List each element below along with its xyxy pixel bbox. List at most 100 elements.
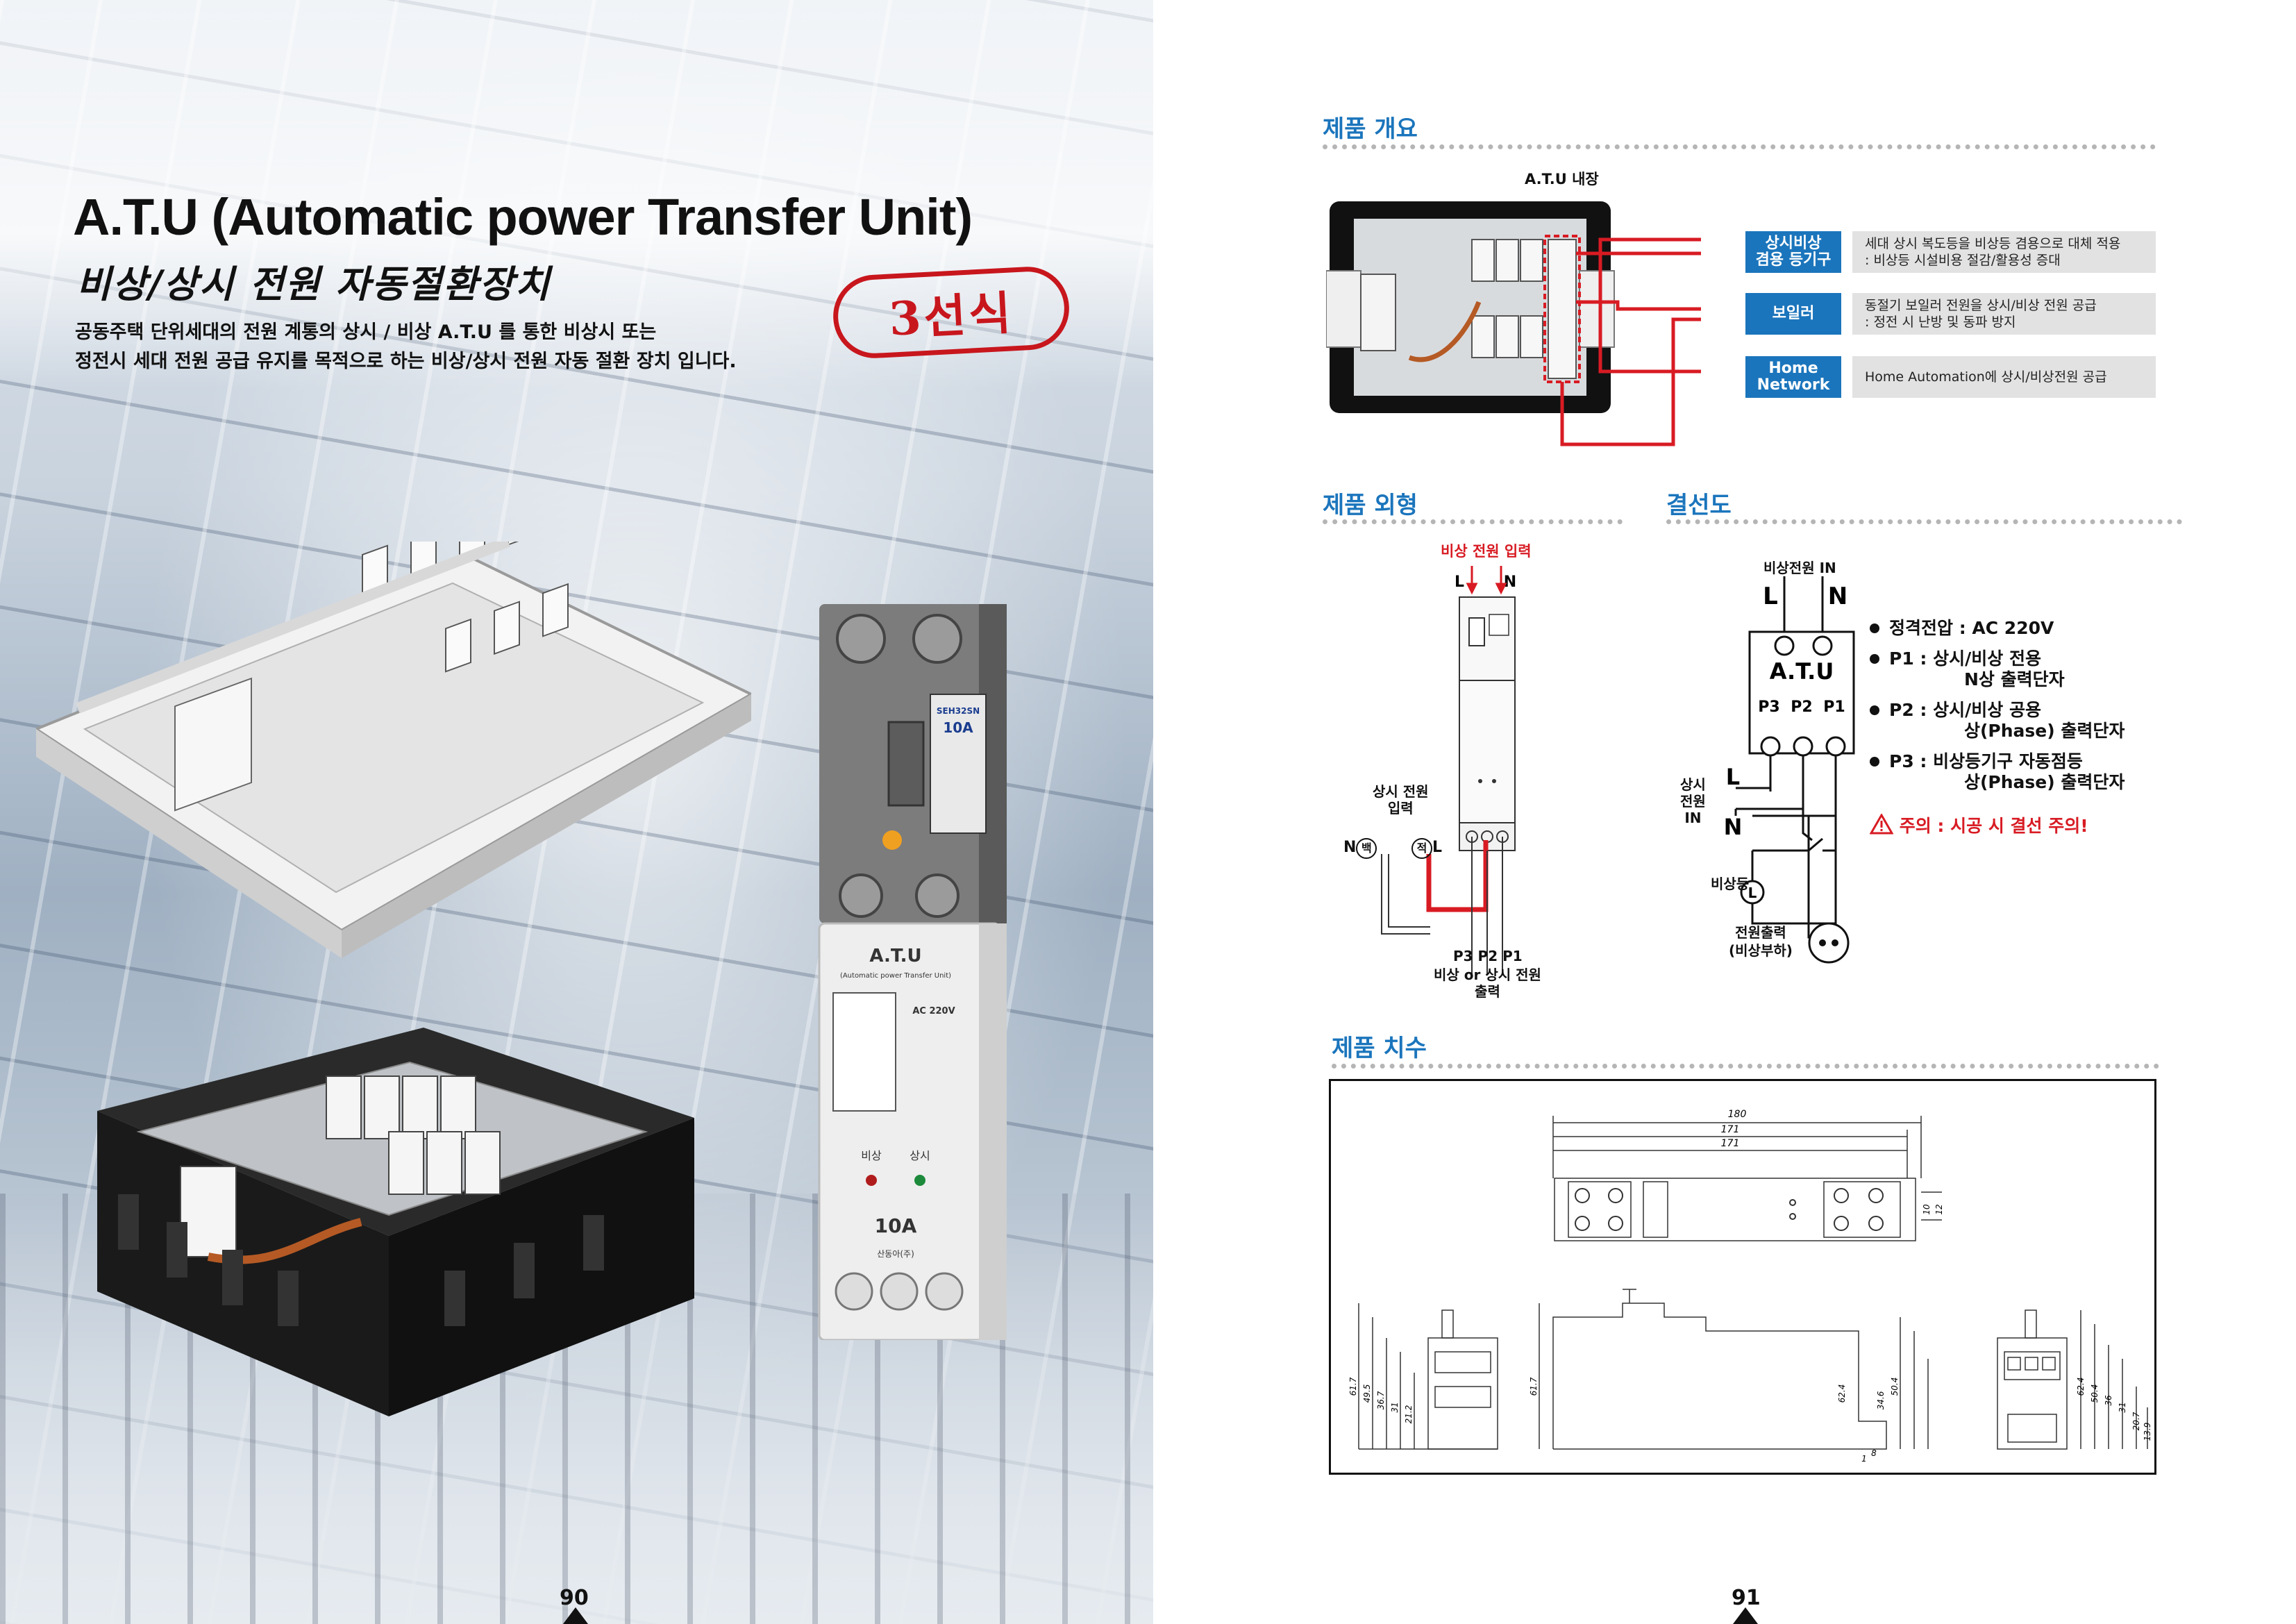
page-number-left: 90 xyxy=(560,1586,589,1610)
L-red: L xyxy=(1432,839,1443,856)
spec-line: 상(Phase) 출력단자 xyxy=(1964,772,2125,792)
dim-side-36-7: 36.7 xyxy=(1376,1391,1386,1409)
page-number-right: 91 xyxy=(1732,1586,1761,1610)
section-divider xyxy=(1323,144,2156,149)
dimension-drawing-frame: 180 171 171 10 12 61.7 49.5 36.7 31 21.2… xyxy=(1329,1079,2156,1475)
triangle-marker-icon xyxy=(1733,1607,1758,1624)
dim-side-61-7: 61.7 xyxy=(1348,1377,1358,1396)
breaker-bottom-rating: 10A xyxy=(875,1214,917,1237)
white-circle: 백 xyxy=(1356,838,1377,859)
output-line2: (비상부하) xyxy=(1729,942,1793,959)
warning-text: 주의 : 시공 시 결선 주의! xyxy=(1899,816,2088,836)
output-label: 비상 or 상시 전원 출력 xyxy=(1434,966,1541,1000)
appearance-title: 제품 외형 xyxy=(1323,492,1418,519)
bullet-icon xyxy=(1870,757,1879,767)
desc-line: Home Automation에 상시/비상전원 공급 xyxy=(1865,369,2107,385)
bullet-icon xyxy=(1870,654,1879,664)
product-intro: 공동주택 단위세대의 전원 계통의 상시 / 비상 A.T.U 를 통한 비상시… xyxy=(75,318,737,376)
wiring-N-side: N xyxy=(1724,814,1743,840)
atu-breaker-photo: SEH32SN 10A A.T.U (Automatic power Trans… xyxy=(818,604,1007,1340)
wiring-L-side: L xyxy=(1726,764,1740,790)
output-line1: 비상 or 상시 전원 xyxy=(1434,966,1541,983)
panel-lid-photo xyxy=(36,542,751,958)
dim-right-10: 10 xyxy=(1922,1204,1932,1215)
desc-boiler: 동절기 보일러 전원을 상시/비상 전원 공급 : 정전 시 난방 및 동파 방… xyxy=(1852,293,2156,335)
dimension-drawing: 180 171 171 10 12 61.7 49.5 36.7 31 21.2… xyxy=(1348,1109,2152,1464)
dim-rside-36: 36 xyxy=(2104,1395,2113,1406)
output-line1: 전원출력 xyxy=(1735,924,1786,941)
section-divider xyxy=(1332,1064,2159,1069)
lamp-symbol: L xyxy=(1748,885,1757,901)
dim-top-180: 180 xyxy=(1728,1109,1747,1120)
desc-line: 동절기 보일러 전원을 상시/비상 전원 공급 xyxy=(1865,298,2097,313)
overview-panel-diagram xyxy=(1326,201,1701,446)
spec-line: P3 : 비상등기구 자동점등 xyxy=(1889,751,2083,771)
label-line: Home xyxy=(1768,360,1818,377)
three-wire-stamp: 3선식 xyxy=(831,265,1071,360)
breaker-model: SEH32SN xyxy=(937,706,980,716)
dim-side-31: 31 xyxy=(1390,1402,1400,1412)
bullet-icon xyxy=(1870,623,1879,633)
spec-line: P2 : 상시/비상 공용 xyxy=(1889,700,2041,720)
breaker-rating: 10A xyxy=(943,719,973,736)
atu-internal-label: A.T.U 내장 xyxy=(1525,171,1599,187)
dimensions-title: 제품 치수 xyxy=(1332,1035,1427,1062)
spec-item: 정격전압 : AC 220V xyxy=(1870,618,2125,639)
N-white: N xyxy=(1343,839,1357,856)
panel-box-photo xyxy=(97,1028,694,1416)
label-line: 겸용 등기구 xyxy=(1755,251,1832,269)
wiring-title: 결선도 xyxy=(1666,492,1732,519)
breaker-label: A.T.U xyxy=(869,946,921,966)
terminals-label: P3 P2 P1 xyxy=(1453,948,1523,964)
label-line: 상시비상 xyxy=(1765,235,1822,252)
dim-top-171a: 171 xyxy=(1721,1124,1740,1135)
label-boiler: 보일러 xyxy=(1745,293,1841,335)
dim-side-49-5: 49.5 xyxy=(1362,1384,1372,1403)
emergency-L: L xyxy=(1455,574,1464,591)
section-divider xyxy=(1666,519,2182,524)
dim-top-171b: 171 xyxy=(1721,1138,1740,1149)
intro-line: 공동주택 단위세대의 전원 계통의 상시 / 비상 A.T.U 를 통한 비상시… xyxy=(75,321,657,343)
indicator-normal-label: 상시 xyxy=(910,1149,930,1162)
wiring-diagram: L N A.T.U P3 P2 P1 L L N xyxy=(1724,576,1855,964)
emergency-in-label: 비상전원 IN xyxy=(1763,560,1836,576)
spec-line: P1 : 상시/비상 전용 xyxy=(1889,648,2041,669)
desc-emergency-light: 세대 상시 복도등을 비상등 겸용으로 대체 적용 : 비상등 시설비용 절감/… xyxy=(1852,231,2156,273)
lamp-label: 비상등 xyxy=(1711,876,1750,892)
output-line2: 출력 xyxy=(1475,983,1500,1000)
dim-side-21-2: 21.2 xyxy=(1404,1405,1414,1424)
dim-rside-20-7: 20.7 xyxy=(2131,1412,2141,1430)
spec-line: N상 출력단자 xyxy=(1964,669,2065,689)
dim-front-62-4: 62.4 xyxy=(1837,1384,1847,1403)
emergency-N: N xyxy=(1504,574,1516,591)
intro-line: 정전시 세대 전원 공급 유지를 목적으로 하는 비상/상시 전원 자동 절환 … xyxy=(75,351,737,372)
dim-rside-62-4: 62.4 xyxy=(2076,1378,2086,1396)
dim-rside-31: 31 xyxy=(2118,1402,2127,1412)
wiring-p3: P3 xyxy=(1758,698,1779,716)
product-title-english: A.T.U (Automatic power Transfer Unit) xyxy=(73,188,973,246)
breaker-sublabel: (Automatic power Transfer Unit) xyxy=(840,972,951,980)
normal-in-line1: 상시 xyxy=(1680,776,1706,793)
normal-in-label: 상시 전원 IN xyxy=(1680,776,1706,826)
wiring-p2: P2 xyxy=(1791,698,1812,716)
emergency-input-label: 비상 전원 입력 xyxy=(1441,543,1532,560)
normal-input-line1: 상시 전원 xyxy=(1373,783,1429,800)
desc-line: 세대 상시 복도등을 비상등 겸용으로 대체 적용 xyxy=(1865,236,2121,251)
normal-input-label: 상시 전원 입력 xyxy=(1373,783,1429,817)
dim-front-1: 1 xyxy=(1861,1454,1867,1464)
desc-line: : 정전 시 난방 및 동파 방지 xyxy=(1865,315,2016,330)
label-line: Network xyxy=(1757,376,1830,394)
dim-front-34-6: 34.6 xyxy=(1876,1391,1886,1409)
dim-front-50-4: 50.4 xyxy=(1890,1378,1900,1396)
dim-front-8: 8 xyxy=(1871,1448,1877,1458)
dim-rside-50-4: 50.4 xyxy=(2090,1384,2100,1403)
title-highlight-area xyxy=(0,0,1153,389)
left-page: A.T.U (Automatic power Transfer Unit) 비상… xyxy=(0,0,1153,1624)
bullet-icon xyxy=(1870,705,1879,715)
